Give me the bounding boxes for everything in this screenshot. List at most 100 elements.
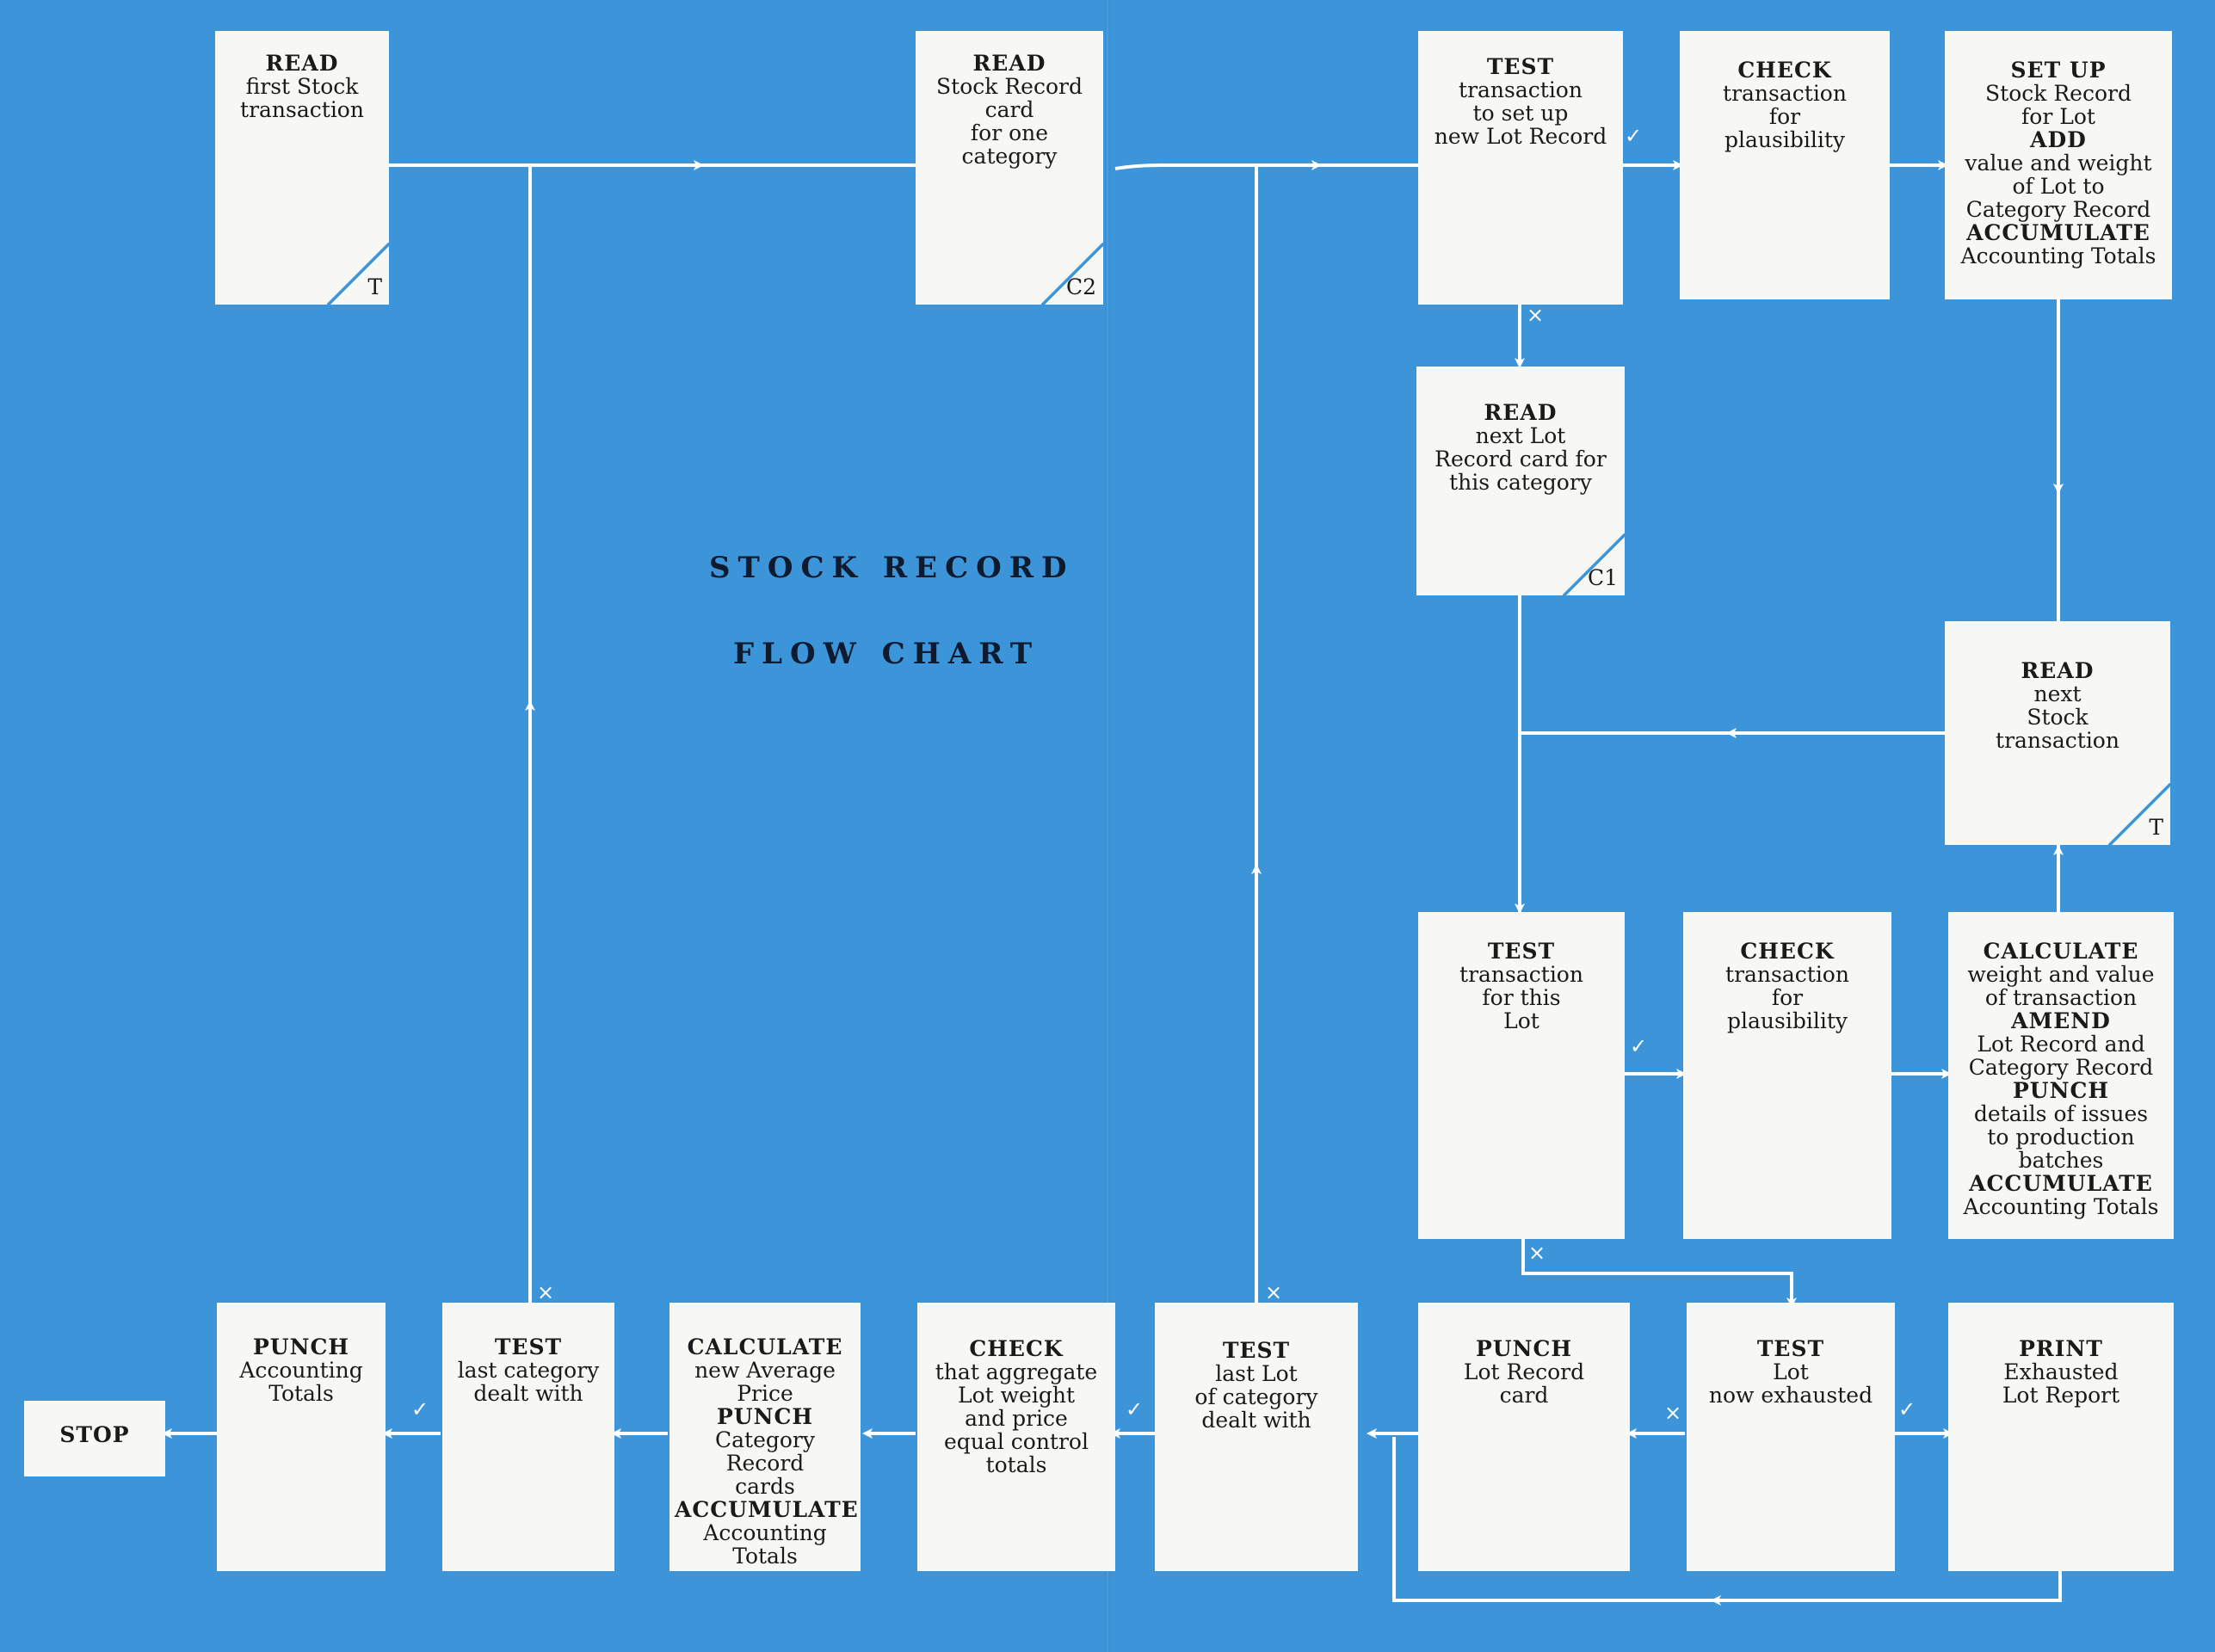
box-line: and price xyxy=(965,1406,1068,1431)
card-code: T xyxy=(2149,815,2163,840)
box-line: for this xyxy=(1482,985,1561,1010)
box-line: Category Record xyxy=(1968,1055,2154,1080)
box-line: ACCUMULATE xyxy=(675,1497,859,1522)
box-line: Lot Report xyxy=(2002,1383,2120,1408)
box-line: plausibility xyxy=(1724,127,1845,152)
box-line: transaction xyxy=(1459,77,1583,102)
box-line: to production xyxy=(1987,1125,2135,1150)
box-line: READ xyxy=(972,51,1046,76)
box-line: new Lot Record xyxy=(1434,124,1607,149)
box-line: card xyxy=(984,97,1034,122)
box-line: Stock Record xyxy=(936,74,1083,99)
line-test-this-lot-to-test-exhausted xyxy=(1521,1239,1793,1303)
page-fold xyxy=(1105,0,1110,1652)
yes-mark-test-new-lot: ✓ xyxy=(1625,124,1643,148)
box-line: READ xyxy=(265,51,339,76)
box-line: CHECK xyxy=(969,1336,1064,1361)
yes-mark-test-this-lot: ✓ xyxy=(1630,1034,1648,1058)
box-line: last Lot xyxy=(1215,1361,1298,1386)
box-line: TEST xyxy=(494,1335,563,1359)
box-line: weight and value xyxy=(1967,962,2155,987)
box-line: of transaction xyxy=(1984,985,2138,1010)
box-line: transaction xyxy=(1725,962,1849,987)
card-corner xyxy=(2108,783,2170,845)
box-line: plausibility xyxy=(1727,1008,1848,1033)
box-line: TEST xyxy=(1487,939,1556,964)
box-stop: STOP xyxy=(24,1401,165,1476)
card-code: C1 xyxy=(1587,565,1618,590)
box-line: first Stock xyxy=(245,74,359,99)
box-line: CALCULATE xyxy=(687,1335,843,1359)
box-line: Totals xyxy=(732,1544,798,1569)
box-line: PUNCH xyxy=(1476,1336,1572,1361)
box-line: CALCULATE xyxy=(1983,939,2139,964)
box-line: transaction xyxy=(1459,962,1583,987)
card-code: T xyxy=(367,274,382,299)
box-line: details of issues xyxy=(1973,1101,2149,1126)
box-line: equal control xyxy=(944,1429,1089,1454)
box-line: transaction xyxy=(1723,81,1847,106)
no-mark-test-last-lot: × xyxy=(1265,1280,1283,1304)
card-corner xyxy=(327,243,389,305)
box-line: to set up xyxy=(1472,101,1569,126)
no-mark-test-this-lot: × xyxy=(1528,1241,1546,1265)
box-line: Lot xyxy=(1503,1008,1539,1033)
box-line: new Average xyxy=(694,1358,836,1383)
box-line: PRINT xyxy=(2019,1336,2103,1361)
box-line: transaction xyxy=(240,97,364,122)
box-line: Price xyxy=(737,1381,793,1406)
box-line: Totals xyxy=(268,1381,334,1406)
box-line: READ xyxy=(2021,658,2095,683)
box-line: dealt with xyxy=(1201,1408,1311,1433)
box-line: AMEND xyxy=(2011,1008,2111,1033)
box-line: card xyxy=(1499,1383,1549,1408)
box-line: Accounting Totals xyxy=(1963,1194,2159,1219)
box-line: this category xyxy=(1449,470,1592,495)
yes-mark-test-exhausted: ✓ xyxy=(1898,1397,1916,1421)
box-line: Lot Record and xyxy=(1977,1032,2145,1057)
box-line: Stock Record xyxy=(1985,81,2132,106)
box-line: Lot Record xyxy=(1463,1359,1585,1384)
box-line: CHECK xyxy=(1737,58,1832,83)
box-line: Accounting xyxy=(703,1520,827,1545)
card-corner xyxy=(1041,243,1103,305)
box-line: cards xyxy=(735,1474,795,1499)
box-line: for Lot xyxy=(2021,104,2095,129)
line-stock-record-to-test-new-lot xyxy=(1114,163,1418,170)
box-line: PUNCH xyxy=(717,1404,813,1429)
no-mark-test-exhausted: × xyxy=(1664,1401,1682,1425)
box-line: Exhausted xyxy=(2003,1359,2119,1384)
chart-title-line-1: STOCK RECORD xyxy=(709,551,1075,585)
box-line: next Lot xyxy=(1475,423,1566,448)
box-line: ADD xyxy=(2030,127,2087,152)
box-line: next xyxy=(2033,681,2082,706)
box-line: that aggregate xyxy=(935,1359,1098,1384)
box-line: for one xyxy=(970,120,1049,145)
box-line: STOP xyxy=(59,1422,130,1447)
box-line: totals xyxy=(985,1452,1047,1477)
box-line: now exhausted xyxy=(1708,1383,1873,1408)
box-line: TEST xyxy=(1486,54,1555,79)
box-line: Lot xyxy=(1773,1359,1809,1384)
box-line: READ xyxy=(1484,400,1558,425)
box-line: TEST xyxy=(1222,1338,1291,1363)
box-line: transaction xyxy=(1996,728,2119,753)
box-line: ACCUMULATE xyxy=(1966,220,2150,245)
box-line: SET UP xyxy=(2010,58,2107,83)
box-line: value and weight xyxy=(1965,151,2152,176)
